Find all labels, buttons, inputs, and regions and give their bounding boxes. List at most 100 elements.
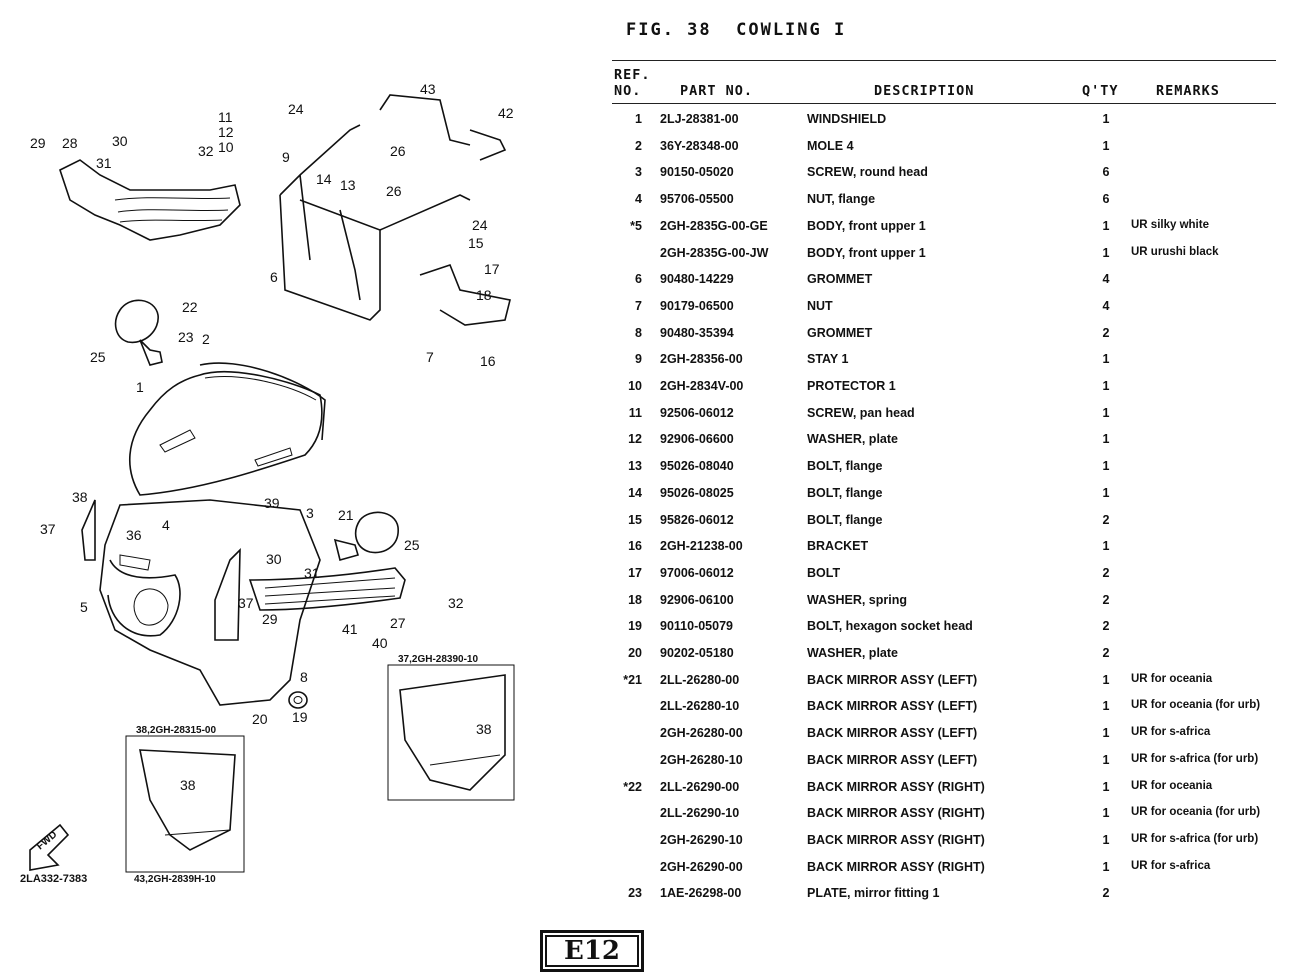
part-number: 95826-06012 bbox=[660, 512, 734, 527]
callout-22: 22 bbox=[182, 299, 198, 315]
ref-number: 6 bbox=[635, 272, 642, 287]
callout-31a: 31 bbox=[96, 155, 112, 171]
callout-31b: 31 bbox=[304, 565, 320, 581]
callout-8: 8 bbox=[300, 669, 308, 685]
callout-36: 36 bbox=[126, 527, 142, 543]
part-number: 2LL-26290-10 bbox=[660, 806, 740, 821]
inset-43-caption: 43,2GH-2839H-10 bbox=[134, 874, 216, 885]
part-number: 2GH-21238-00 bbox=[660, 539, 743, 554]
callout-16: 16 bbox=[480, 353, 496, 369]
part-number: 97006-06012 bbox=[660, 565, 734, 580]
part-number: 95706-05500 bbox=[660, 192, 734, 207]
callout-28: 28 bbox=[62, 135, 78, 151]
remarks: UR silky white bbox=[1131, 218, 1209, 231]
quantity: 1 bbox=[1102, 779, 1110, 794]
part-description: BRACKET bbox=[807, 539, 869, 554]
part-number: 95026-08025 bbox=[660, 485, 734, 500]
callout-29b: 29 bbox=[262, 611, 278, 627]
callout-38a: 38 bbox=[72, 489, 88, 505]
callout-37c: 38 bbox=[476, 721, 492, 737]
quantity: 1 bbox=[1102, 539, 1110, 554]
remarks: UR for s-africa bbox=[1131, 726, 1211, 739]
quantity: 1 bbox=[1102, 352, 1110, 367]
callout-24a: 24 bbox=[288, 101, 304, 117]
part-number: 2LL-26280-00 bbox=[660, 672, 740, 687]
part-number: 1AE-26298-00 bbox=[660, 886, 742, 901]
part-description: BACK MIRROR ASSY (RIGHT) bbox=[807, 779, 985, 794]
part-number: 95026-08040 bbox=[660, 459, 734, 474]
inset-38: 38,2GH-28315-00 bbox=[125, 725, 245, 873]
ref-number: 2 bbox=[635, 138, 642, 153]
part-number: 90202-05180 bbox=[660, 646, 734, 660]
part-number: 2GH-28356-00 bbox=[660, 352, 743, 367]
ref-number: 8 bbox=[635, 325, 642, 340]
part-description: STAY 1 bbox=[807, 352, 849, 367]
svg-text:FWD: FWD bbox=[35, 829, 60, 852]
callout-38c: 38 bbox=[180, 777, 196, 793]
callout-5: 5 bbox=[80, 599, 88, 615]
ref-number: 1 bbox=[635, 112, 642, 126]
remarks: UR for oceania (for urb) bbox=[1131, 806, 1261, 819]
quantity: 1 bbox=[1102, 699, 1110, 714]
callout-1: 1 bbox=[136, 379, 144, 395]
ref-number: 17 bbox=[628, 565, 642, 580]
grommet bbox=[288, 691, 308, 709]
quantity: 1 bbox=[1102, 405, 1110, 420]
diagram-code: 2LA332-7383 bbox=[20, 873, 87, 885]
callout-37a: 37 bbox=[40, 521, 56, 537]
part-number: 2GH-2834V-00 bbox=[660, 379, 744, 393]
ref-number: 23 bbox=[628, 886, 642, 901]
callout-29a: 29 bbox=[30, 135, 46, 151]
ref-number: *21 bbox=[623, 672, 642, 687]
callout-30a: 30 bbox=[112, 133, 128, 149]
part-number: 90110-05079 bbox=[660, 619, 733, 634]
part-description: BACK MIRROR ASSY (LEFT) bbox=[807, 752, 978, 767]
callout-40: 41 bbox=[342, 621, 358, 637]
callout-12: 12 bbox=[218, 124, 234, 140]
remarks: UR for s-africa (for urb) bbox=[1131, 752, 1259, 765]
part-number: 90480-14229 bbox=[660, 272, 734, 287]
ref-number: 13 bbox=[628, 459, 642, 474]
part-number: 2GH-26290-00 bbox=[660, 859, 743, 874]
part-description: GROMMET bbox=[807, 325, 873, 340]
part-description: BACK MIRROR ASSY (LEFT) bbox=[807, 672, 978, 687]
quantity: 2 bbox=[1102, 592, 1110, 607]
part-number: 2GH-26290-10 bbox=[660, 832, 743, 847]
ref-number: 20 bbox=[628, 646, 642, 660]
part-description: BOLT, flange bbox=[807, 485, 883, 500]
part-number: 2GH-26280-00 bbox=[660, 726, 743, 741]
part-number: 2GH-2835G-00-JW bbox=[660, 245, 769, 260]
quantity: 1 bbox=[1102, 672, 1110, 687]
callout-13: 13 bbox=[340, 177, 356, 193]
quantity: 2 bbox=[1102, 646, 1110, 660]
quantity: 1 bbox=[1102, 138, 1110, 153]
part-number: 92906-06100 bbox=[660, 592, 734, 607]
header-qty: Q'TY bbox=[1082, 83, 1119, 99]
ref-number: 10 bbox=[628, 379, 642, 393]
callout-39: 40 bbox=[372, 635, 388, 651]
fwd-arrow-icon: FWD bbox=[29, 823, 70, 871]
part-number: 90179-06500 bbox=[660, 298, 734, 313]
remarks: UR urushi black bbox=[1131, 245, 1219, 258]
callout-labels: 1 2 3 4 5 6 7 8 9 10 11 12 13 14 15 16 1… bbox=[30, 81, 514, 793]
header-rule-top bbox=[612, 60, 1276, 61]
figure-title: FIG. 38 COWLING I bbox=[626, 20, 847, 40]
callout-27: 27 bbox=[390, 615, 406, 631]
quantity: 6 bbox=[1102, 192, 1110, 207]
callout-38b: 39 bbox=[264, 495, 280, 511]
callout-20: 20 bbox=[252, 711, 268, 727]
quantity: 1 bbox=[1102, 459, 1110, 474]
callout-24b: 24 bbox=[472, 217, 488, 233]
callout-30b: 30 bbox=[266, 551, 282, 567]
